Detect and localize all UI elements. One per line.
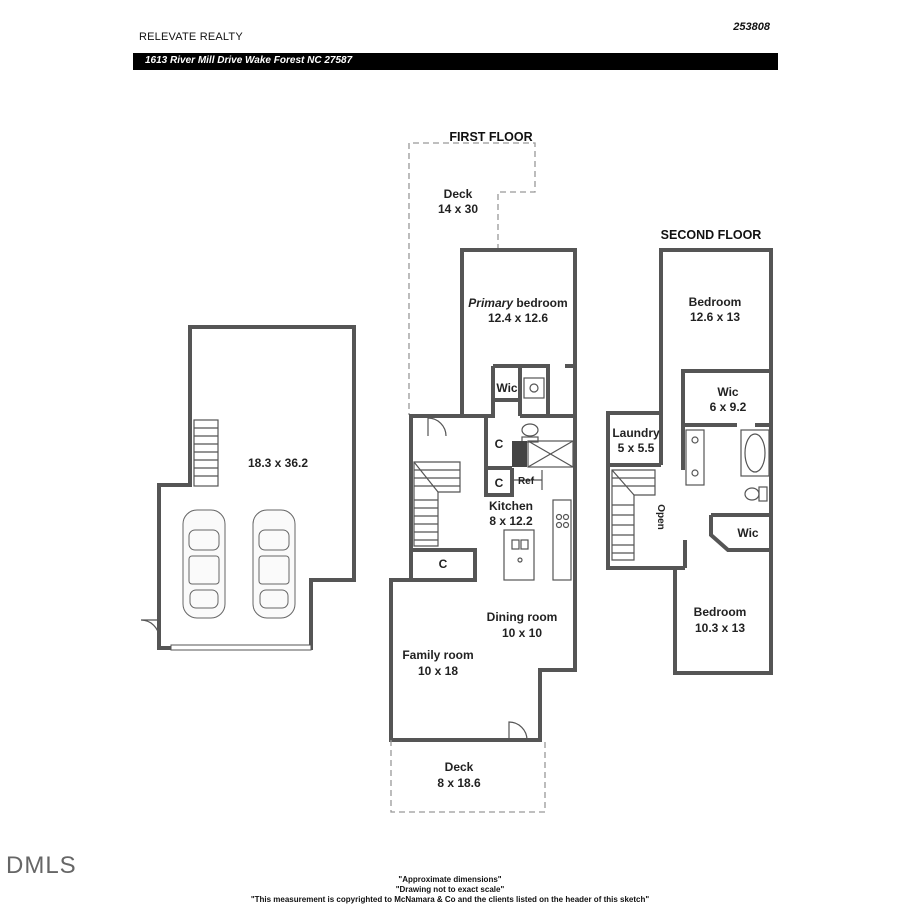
first-floor-title: FIRST FLOOR [449, 130, 532, 144]
laundry-name: Laundry [612, 426, 660, 440]
kitchen-fixtures [503, 499, 572, 581]
dmls-logo: DMLS [6, 852, 77, 879]
closet-2-name: C [495, 476, 504, 490]
wic-second-dims: 6 x 9.2 [710, 400, 747, 414]
garage-door [170, 644, 312, 651]
open-label: Open [655, 504, 666, 530]
kitchen-dims: 8 x 12.2 [489, 514, 533, 528]
deck-bottom-name: Deck [445, 760, 474, 774]
car-right-icon [252, 509, 296, 619]
second-floor-stairs [611, 469, 656, 561]
second-floor-title: SECOND FLOOR [661, 228, 762, 242]
footer-note-copyright: "This measurement is copyrighted to McNa… [250, 895, 650, 904]
family-room-name: Family room [402, 648, 473, 662]
rear-door [508, 721, 528, 741]
garage-side-door [140, 619, 160, 639]
address-bar [133, 53, 778, 70]
bedroom-top-name: Bedroom [689, 295, 742, 309]
primary-bedroom-dims: 12.4 x 12.6 [488, 311, 548, 325]
wic-first-name: Wic [496, 381, 518, 395]
second-floor-bath-fixtures [685, 429, 770, 502]
primary-bedroom-name: Primary bedroom [468, 296, 567, 310]
deck-bottom-outline [390, 740, 546, 813]
closet-1-name: C [495, 437, 504, 451]
dining-room-dims: 10 x 10 [502, 626, 542, 640]
closet-3-name: C [439, 557, 448, 571]
closet-3-walls [411, 548, 477, 582]
bedroom-top-dims: 12.6 x 13 [690, 310, 740, 324]
bedroom-bottom-name: Bedroom [694, 605, 747, 619]
garage-dims: 18.3 x 36.2 [248, 456, 308, 470]
car-left-icon [182, 509, 226, 619]
footer-note-scale: "Drawing not to exact scale" [395, 885, 505, 894]
laundry-dims: 5 x 5.5 [618, 441, 655, 455]
dining-room-name: Dining room [487, 610, 558, 624]
kitchen-name: Kitchen [489, 499, 533, 513]
first-floor-stairs [413, 461, 461, 547]
garage-stairs [193, 419, 219, 487]
wic-small-name: Wic [737, 526, 759, 540]
wic-bath-walls [681, 369, 771, 470]
entry-door [427, 417, 447, 437]
garage [140, 325, 356, 651]
property-address: 1613 River Mill Drive Wake Forest NC 275… [145, 55, 353, 66]
family-room-dims: 10 x 18 [418, 664, 458, 678]
deck-bottom-dims: 8 x 18.6 [437, 776, 481, 790]
wic-small-walls [709, 513, 771, 552]
bath-area [462, 364, 575, 468]
company-name: RELEVATE REALTY [139, 31, 243, 43]
deck-top-outline [408, 142, 536, 415]
ref-name: Ref [518, 476, 535, 487]
bedroom-bottom-dims: 10.3 x 13 [695, 621, 745, 635]
deck-top-name: Deck [444, 187, 473, 201]
reference-number: 253808 [733, 21, 770, 33]
footer-note-dimensions: "Approximate dimensions" [398, 875, 502, 884]
deck-top-dims: 14 x 30 [438, 202, 478, 216]
wic-second-name: Wic [717, 385, 739, 399]
